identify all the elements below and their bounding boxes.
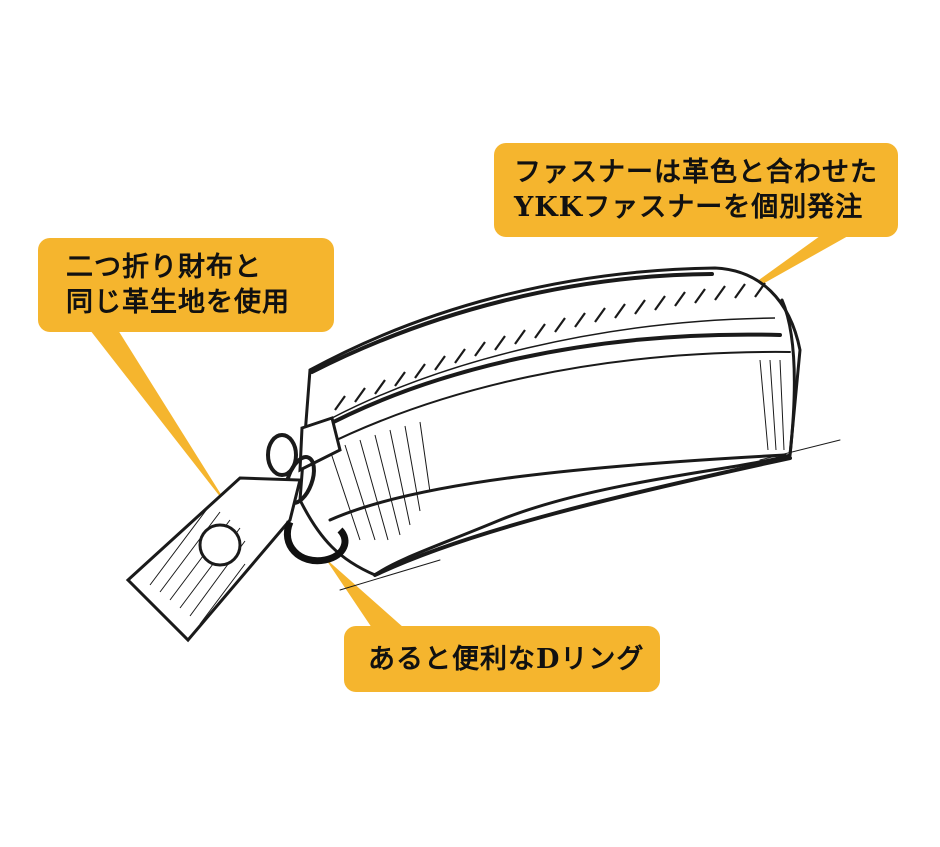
- callout-zipper-line-1: ファスナーは革色と合わせた: [514, 157, 878, 188]
- dring-callout-pointer: [325, 558, 404, 628]
- callout-zipper-line-2: YKKファスナーを個別発注: [514, 192, 864, 223]
- side-hatching: [329, 359, 785, 541]
- leather-callout-pointer: [90, 330, 232, 512]
- d-ring: [284, 520, 349, 565]
- zipper-pull-tab: [125, 476, 302, 643]
- callout-zipper: ファスナーは革色と合わせた YKKファスナーを個別発注: [494, 143, 898, 237]
- pouch-body: [298, 266, 841, 591]
- zipper-slider: [266, 416, 342, 505]
- callout-leather: 二つ折り財布と 同じ革生地を使用: [38, 238, 334, 332]
- callout-d-ring-line-1: あると便利なDリング: [368, 644, 645, 675]
- zipper-teeth: [331, 282, 776, 419]
- callout-leather-line-2: 同じ革生地を使用: [66, 287, 290, 318]
- callout-leather-line-1: 二つ折り財布と: [66, 252, 262, 283]
- callout-d-ring: あると便利なDリング: [344, 626, 660, 692]
